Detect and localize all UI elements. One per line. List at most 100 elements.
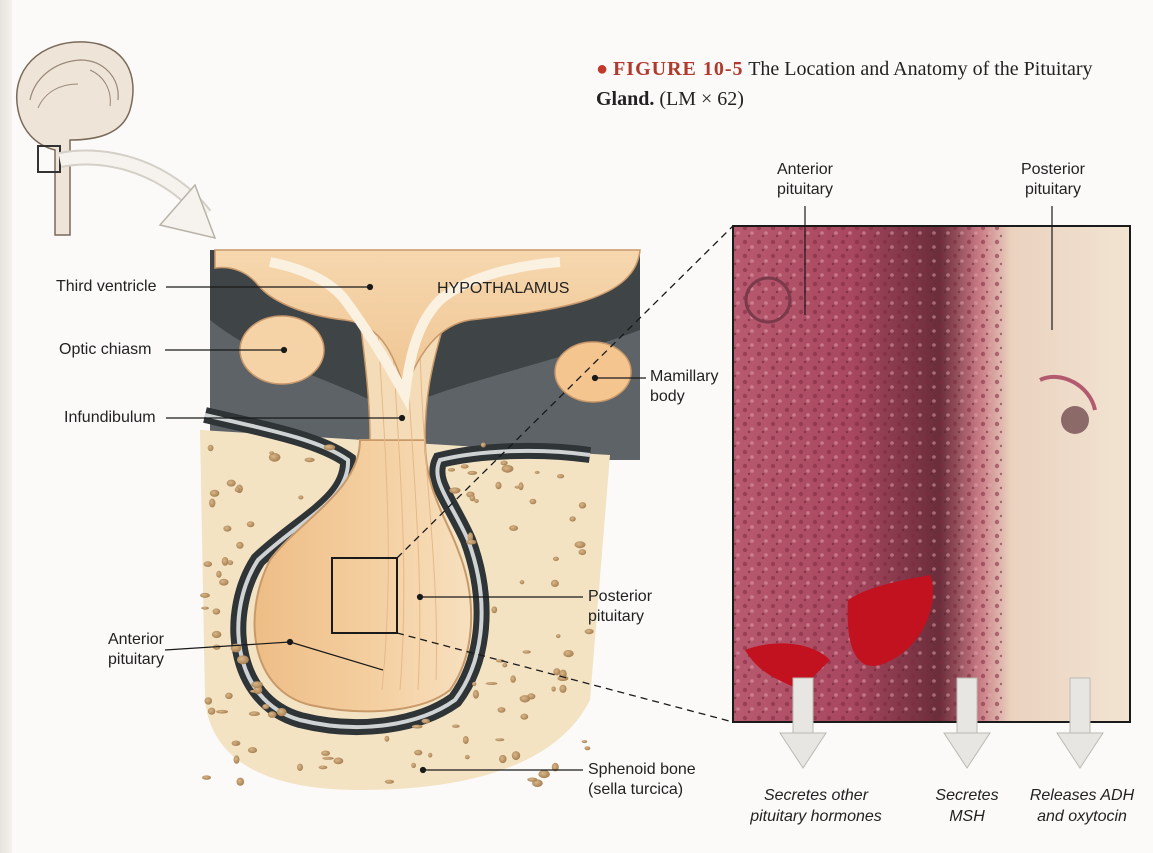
secretion-caption-anterior: Secretes other pituitary hormones [736, 785, 896, 827]
bone-pore [268, 711, 277, 718]
caption-bullet-icon: ● [596, 58, 608, 80]
bone-pore [222, 557, 229, 566]
figure-number: FIGURE 10-5 [613, 58, 743, 80]
bone-pore [209, 499, 215, 508]
label-anterior-pituitary: Anterior pituitary [96, 630, 176, 670]
secretion-caption-posterior: Releases ADH and oxytocin [1022, 785, 1142, 827]
bone-pore [579, 549, 587, 555]
bone-pore [208, 445, 214, 451]
bone-pore [305, 458, 315, 463]
label-mamillary-body: Mamillary body [650, 367, 718, 407]
label-mamillary-line1: Mamillary [650, 368, 718, 385]
bone-pore [411, 763, 416, 768]
bone-pore [428, 753, 432, 758]
bone-pore [551, 580, 559, 587]
bone-pore [538, 770, 549, 778]
bone-pore [491, 606, 497, 613]
bone-pore [467, 471, 477, 475]
micro-posterior-line2: pituitary [1025, 181, 1081, 198]
bone-pore [575, 541, 586, 548]
bone-pore [234, 755, 240, 763]
bone-pore [486, 682, 498, 685]
bone-pore [502, 465, 514, 473]
secretion-anterior-line2: pituitary hormones [750, 808, 882, 825]
bone-pore [481, 443, 486, 448]
bone-pore [556, 634, 561, 638]
bone-pore [535, 471, 540, 474]
bone-pore [319, 766, 328, 770]
bone-pore [202, 775, 211, 779]
bone-pore [509, 525, 518, 531]
figure-caption: ● FIGURE 10-5 The Location and Anatomy o… [596, 54, 1151, 114]
micro-anterior-line2: pituitary [777, 181, 833, 198]
bone-pore [251, 681, 263, 688]
bone-pore [585, 629, 594, 634]
bone-pore [465, 755, 470, 759]
bone-pore [563, 650, 573, 657]
bone-pore [247, 521, 255, 527]
bone-pore [249, 711, 260, 716]
bone-pore [530, 499, 537, 505]
bone-pore [510, 675, 516, 682]
bone-pore [324, 444, 336, 450]
bone-pore [223, 526, 231, 532]
bone-pore [502, 663, 507, 667]
bone-pore [237, 655, 249, 664]
micro-label-posterior: Posterior pituitary [1008, 160, 1098, 200]
label-anterior-line2: pituitary [108, 651, 164, 668]
bone-pore [422, 719, 430, 724]
bone-pore [585, 746, 591, 750]
bone-pore [495, 738, 504, 741]
bone-pore [551, 686, 555, 691]
brain-thumbnail-icon [17, 42, 215, 238]
secretion-intermediate-line1: Secretes [935, 787, 998, 804]
bone-pore [225, 693, 233, 699]
label-anterior-line1: Anterior [108, 631, 164, 648]
bone-pore [519, 482, 524, 490]
bone-pore [205, 697, 213, 704]
bone-pore [201, 607, 209, 610]
label-sphenoid-line2: (sella turcica) [588, 781, 683, 798]
micrograph-image [733, 226, 1130, 722]
secretion-posterior-line1: Releases ADH [1030, 787, 1134, 804]
bone-pore [213, 608, 221, 614]
bone-pore [227, 480, 236, 487]
bone-pore [501, 461, 508, 466]
bone-pore [236, 542, 243, 549]
label-posterior-line1: Posterior [588, 588, 652, 605]
secretion-anterior-line1: Secretes other [764, 787, 868, 804]
label-sphenoid-line1: Sphenoid bone [588, 761, 696, 778]
bone-pore [520, 695, 531, 702]
bone-pore [385, 780, 394, 784]
bone-pore [557, 474, 564, 478]
figure-title: The Location and Anatomy of the Pituitar… [748, 58, 1092, 80]
bone-pore [448, 468, 455, 472]
bone-pore [210, 490, 220, 497]
bone-pore [520, 714, 528, 720]
secretion-caption-intermediate: Secretes MSH [922, 785, 1012, 827]
bone-pore [499, 755, 507, 763]
bone-pore [553, 557, 559, 561]
bone-pore [298, 495, 303, 499]
bone-pore [449, 487, 460, 493]
bone-pore [495, 482, 501, 490]
bone-pore [569, 516, 575, 521]
label-sphenoid-bone: Sphenoid bone (sella turcica) [588, 760, 696, 800]
label-infundibulum: Infundibulum [64, 408, 156, 428]
bone-pore [262, 704, 269, 709]
label-mamillary-line2: body [650, 388, 685, 405]
bone-pore [208, 708, 215, 715]
bone-pore [461, 464, 469, 468]
secretion-posterior-line2: and oxytocin [1037, 808, 1127, 825]
bone-pore [269, 451, 274, 454]
bone-pore [523, 650, 531, 653]
bone-pore [216, 710, 228, 714]
bone-pore [277, 708, 287, 716]
bone-pore [463, 736, 469, 744]
micro-anterior-line1: Anterior [777, 161, 833, 178]
bone-pore [334, 758, 344, 765]
bone-pore [512, 751, 520, 760]
label-posterior-line2: pituitary [588, 608, 644, 625]
bone-pore [322, 757, 334, 760]
